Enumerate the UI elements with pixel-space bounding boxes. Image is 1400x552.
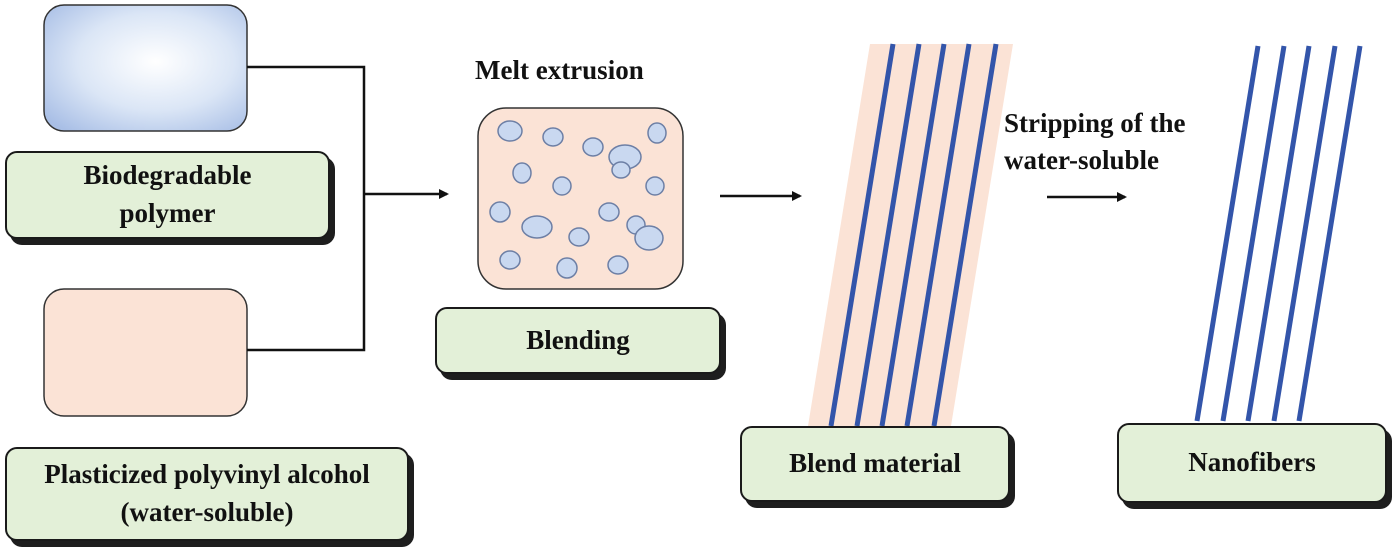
- biodegradable-polymer-box: [43, 4, 248, 132]
- nanofibers-strands: [1194, 45, 1363, 422]
- label-pva: Plasticized polyvinyl alcohol (water-sol…: [5, 447, 409, 541]
- caption-stripping: Stripping of the water-soluble: [1004, 108, 1186, 176]
- label-nanofibers-text: Nanofibers: [1188, 447, 1316, 478]
- dispersed-droplets: [489, 120, 667, 279]
- label-blend-material-text: Blend material: [789, 448, 961, 479]
- label-biodegradable-text: Biodegradable polymer: [83, 160, 252, 228]
- label-blend-material: Blend material: [740, 426, 1010, 502]
- label-biodegradable-polymer: Biodegradable polymer: [5, 151, 330, 239]
- label-pva-text: Plasticized polyvinyl alcohol (water-sol…: [44, 459, 370, 527]
- label-nanofibers: Nanofibers: [1117, 423, 1387, 503]
- blend-fibers: [828, 43, 999, 427]
- label-blending-text: Blending: [526, 324, 630, 355]
- pva-polymer-box: [43, 288, 248, 417]
- label-blending: Blending: [435, 307, 721, 374]
- caption-melt-extrusion: Melt extrusion: [475, 55, 644, 85]
- connector-line: [247, 65, 366, 352]
